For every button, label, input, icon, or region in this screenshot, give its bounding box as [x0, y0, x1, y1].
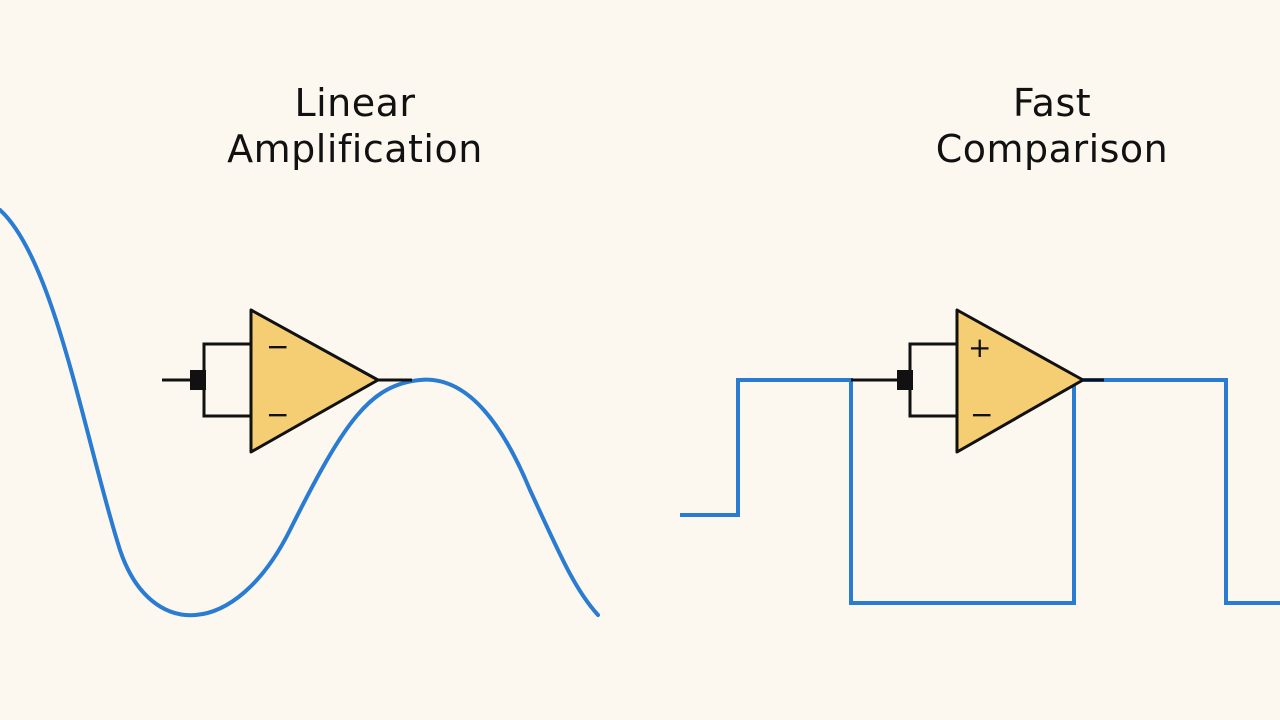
sine-waveform	[0, 208, 600, 617]
inverting-input-symbol: −	[266, 398, 289, 431]
input-wiring	[202, 342, 251, 418]
title-line-1: Linear	[294, 81, 416, 125]
left-opamp: − −	[162, 308, 412, 454]
input-junction	[190, 370, 206, 390]
comparator-opamp: + −	[851, 308, 1104, 454]
linear-amplification-title: Linear Amplification	[155, 80, 555, 172]
non-inverting-input-symbol: +	[968, 331, 991, 364]
inverting-input-symbol: −	[266, 330, 289, 363]
inverting-input-symbol: −	[970, 398, 993, 431]
opamp-triangle	[249, 308, 380, 454]
left-panel: − −	[0, 208, 600, 617]
opamp-triangle	[955, 308, 1085, 454]
fast-comparison-title: Fast Comparison	[852, 80, 1252, 172]
right-panel: + −	[680, 308, 1280, 605]
input-wiring	[908, 342, 957, 418]
title-line-2: Amplification	[227, 127, 483, 171]
title-line-2: Comparison	[935, 127, 1169, 171]
square-waveform	[680, 378, 1280, 605]
title-line-1: Fast	[1012, 81, 1092, 125]
